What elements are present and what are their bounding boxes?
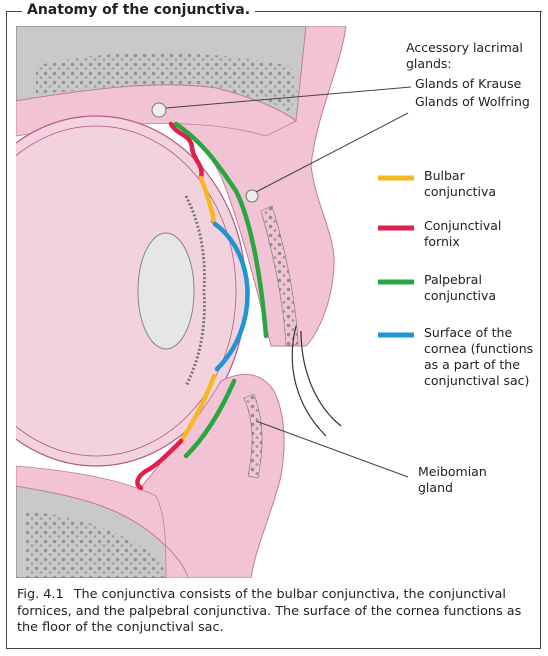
accessory-heading-2: glands:: [406, 56, 452, 71]
ciliary-body: [184, 195, 206, 387]
lower-tarsus-glands: [243, 393, 263, 479]
figure-number: Fig. 4.1: [17, 587, 64, 602]
header-rule: [6, 11, 542, 12]
lower-fornix-line: [135, 438, 184, 491]
legend-fornix-1: Conjunctival: [424, 218, 501, 233]
meibomian-label-1: Meibomian: [418, 464, 487, 479]
caption-text: The conjunctiva consists of the bulbar c…: [17, 587, 522, 635]
legend-bulbar-1: Bulbar: [424, 168, 466, 183]
wolfring-label: Glands of Wolfring: [415, 94, 530, 109]
lower-orbital-tissue: [16, 465, 189, 578]
figure-header: Anatomy of the conjunctiva.: [0, 0, 548, 22]
legend-cornea-4: conjunctival sac): [424, 373, 529, 388]
legend-cornea-1: Surface of the: [424, 325, 512, 340]
lower-eyelid: [133, 373, 285, 578]
orbital-bone-top-dots: [36, 52, 297, 111]
conjunctiva-diagram: Accessory lacrimal glands: Glands of Kra…: [16, 26, 533, 578]
legend-fornix-2: fornix: [424, 234, 460, 249]
accessory-heading-1: Accessory lacrimal: [406, 40, 523, 55]
lower-bulbar-line: [178, 373, 217, 444]
upper-eyelashes: [291, 325, 342, 437]
upper-bulbar-line: [198, 175, 217, 224]
legend: Bulbar conjunctiva Conjunctival fornix P…: [378, 168, 533, 388]
krause-label: Glands of Krause: [415, 76, 522, 91]
legend-palpebral-1: Palpebral: [424, 272, 482, 287]
legend-cornea-2: cornea (functions: [424, 341, 533, 356]
figure-caption: Fig. 4.1 The conjunctiva consists of the…: [17, 587, 537, 637]
cornea-surface-line: [212, 221, 250, 372]
upper-palpebral-line: [173, 121, 269, 339]
meibomian-pointer: [255, 420, 409, 478]
eyeball-inner: [16, 125, 237, 457]
lower-palpebral-line: [183, 378, 237, 459]
orbital-bone-bottom-dots: [26, 511, 166, 578]
meibomian-label-2: gland: [418, 480, 453, 495]
upper-tarsus-glands: [260, 205, 299, 347]
lens: [137, 232, 195, 350]
upper-fornix-line: [168, 121, 204, 181]
krause-pointer: [165, 86, 412, 109]
legend-cornea-3: as a part of the: [424, 357, 520, 372]
legend-bulbar-2: conjunctiva: [424, 184, 496, 199]
wolfring-pointer: [255, 112, 409, 193]
krause-gland: [151, 102, 167, 118]
figure-title: Anatomy of the conjunctiva.: [22, 2, 256, 18]
figure-frame: [6, 11, 541, 649]
wolfring-gland: [245, 189, 259, 203]
legend-palpebral-2: conjunctiva: [424, 288, 496, 303]
